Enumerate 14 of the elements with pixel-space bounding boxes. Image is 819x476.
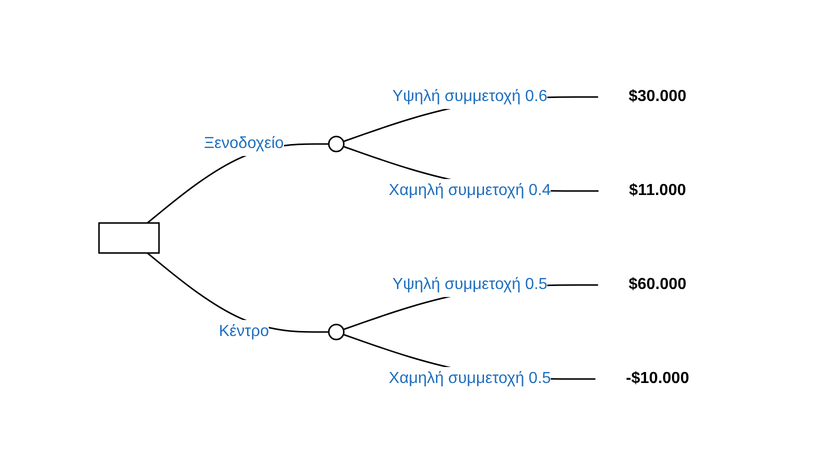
edge-label: Υψηλή συμμετοχή 0.5 — [392, 276, 548, 293]
edge-label: Χαμηλή συμμετοχή 0.5 — [389, 370, 552, 387]
node-circle — [328, 324, 345, 340]
edge-label: Ξενοδοχείο — [204, 135, 284, 152]
node-circle — [328, 136, 345, 152]
node-text: -$10.000 — [626, 370, 690, 387]
edge-label: Υψηλή συμμετοχή 0.6 — [392, 88, 548, 105]
node-text: $60.000 — [629, 276, 687, 293]
node-box — [98, 222, 160, 254]
edge-label: Κέντρο — [219, 323, 270, 340]
edge-label: Χαμηλή συμμετοχή 0.4 — [389, 182, 552, 199]
node-text: $30.000 — [629, 88, 687, 105]
connector — [147, 252, 330, 333]
node-text: $11.000 — [629, 182, 686, 199]
